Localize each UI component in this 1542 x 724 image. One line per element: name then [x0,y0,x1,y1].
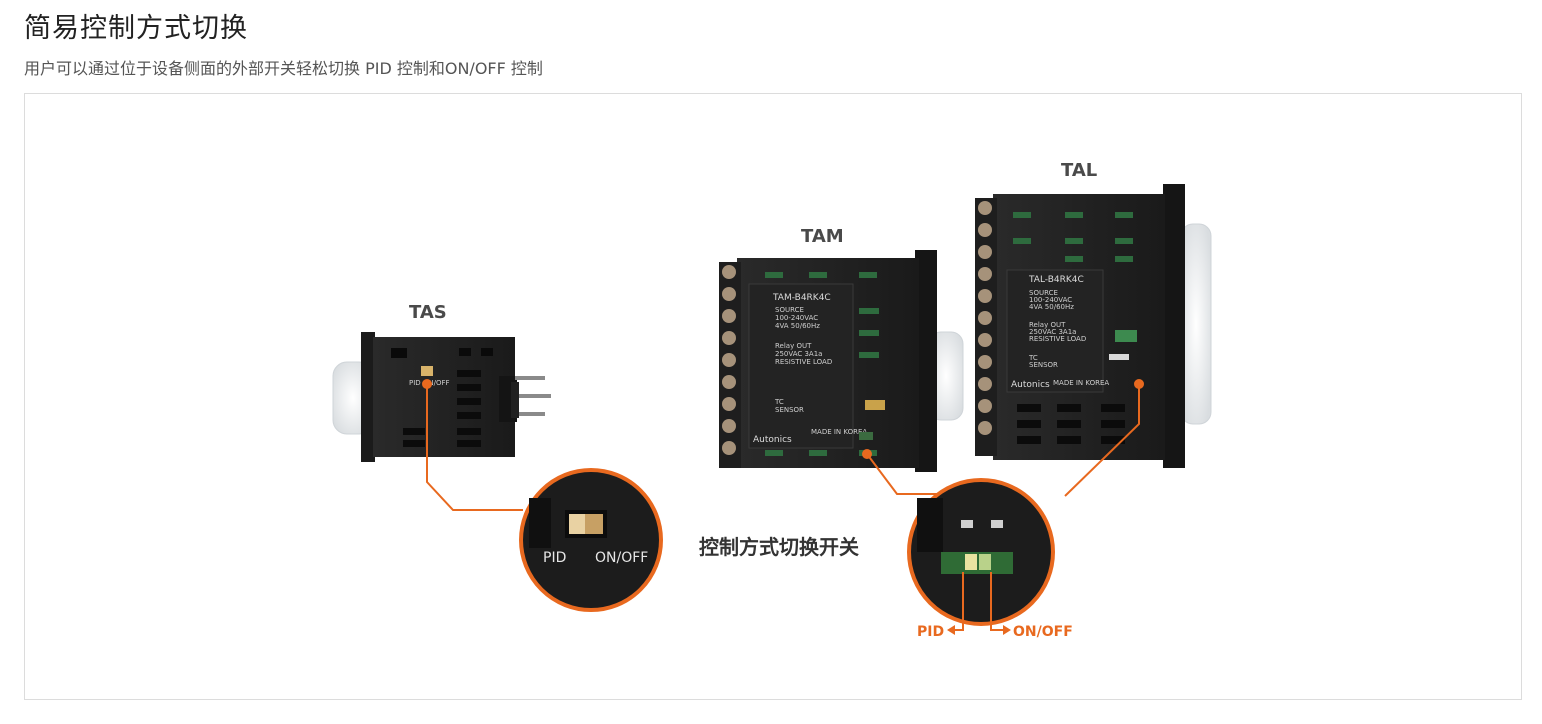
tal-sensor: SENSOR [1029,361,1058,369]
tam-power: 4VA 50/60Hz [775,322,820,330]
zoom-right-onoff: ON/OFF [1013,624,1073,640]
model-label-tas: TAS [409,302,447,323]
tal-source: SOURCE [1029,289,1058,297]
tal-relay-rating: 250VAC 3A1a [1029,328,1076,336]
tal-made-in: MADE IN KOREA [1053,379,1109,387]
tal-brand: Autonics [1011,380,1050,390]
tam-model-code: TAM-B4RK4C [772,293,831,303]
zoom-left-pid: PID [543,550,566,566]
tam-made-in: MADE IN KOREA [811,428,867,436]
model-label-tal: TAL [1061,160,1097,181]
tam-brand: Autonics [753,435,792,445]
zoom-left-onoff: ON/OFF [595,550,648,566]
figure-caption: 控制方式切换开关 [699,535,859,559]
tam-load: RESISTIVE LOAD [775,358,832,366]
controllers-illustration: TAS PID ON/OFF [332,160,1212,640]
tam-sensor: SENSOR [775,406,804,414]
tal-load: RESISTIVE LOAD [1029,335,1086,343]
tam-relay: Relay OUT [775,342,812,350]
zoom-circle-left: PID ON/OFF [519,468,663,612]
tam-source: SOURCE [775,306,804,314]
tam-tc: TC [774,398,784,406]
model-label-tam: TAM [801,226,844,247]
tal-model-code: TAL-B4RK4C [1028,275,1084,285]
page-title: 简易控制方式切换 [24,13,248,44]
tas-unit: TAS PID ON/OFF [332,302,551,462]
tam-relay-rating: 250VAC 3A1a [775,350,822,358]
tam-voltage: 100-240VAC [775,314,818,322]
tal-relay: Relay OUT [1029,321,1066,329]
callout-lines [422,379,1144,511]
tal-tc: TC [1028,354,1038,362]
tal-voltage: 100-240VAC [1029,296,1072,304]
tal-power: 4VA 50/60Hz [1029,303,1074,311]
page-subtitle: 用户可以通过位于设备侧面的外部开关轻松切换 PID 控制和ON/OFF 控制 [24,59,543,78]
tam-unit: TAM [719,226,964,472]
product-figure: TAS PID ON/OFF [24,93,1522,700]
zoom-right-pid: PID [917,624,944,640]
zoom-circle-right [907,478,1055,635]
tal-unit: TAL [975,160,1212,468]
